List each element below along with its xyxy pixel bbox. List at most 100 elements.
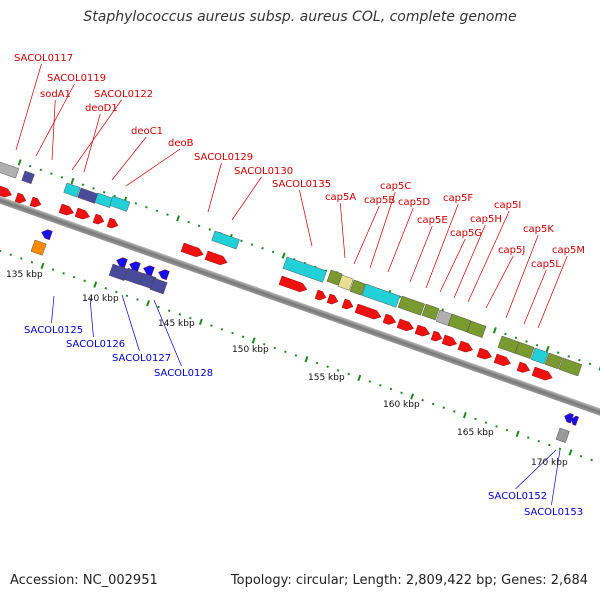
gene-arrow-shape	[493, 353, 511, 367]
feature-block	[211, 230, 240, 250]
reverse-gene-label: SACOL0153	[524, 507, 583, 518]
scale-tick	[70, 177, 75, 185]
scale-label: 145 kbp	[158, 319, 195, 329]
forward-gene-arrow	[531, 366, 553, 381]
reverse-gene-label: SACOL0152	[488, 491, 547, 502]
reverse-gene-arrow	[571, 415, 579, 426]
forward-gene-arrow	[457, 340, 474, 353]
gene-arrow-shape	[531, 366, 553, 381]
scale-tick	[567, 355, 571, 358]
forward-leader-line	[409, 225, 433, 283]
gene-arrow-shape	[564, 413, 574, 424]
feature-rect	[421, 303, 440, 321]
reverse-gene-arrow	[564, 413, 574, 424]
gene-arrow-shape	[396, 318, 414, 332]
scale-tick	[241, 335, 245, 339]
scale-label: 165 kbp	[457, 428, 494, 438]
scale-tick	[453, 410, 456, 413]
forward-gene-arrow	[430, 330, 443, 342]
scale-tick	[220, 328, 224, 331]
scale-tick	[474, 417, 477, 421]
forward-gene-label: cap5M	[552, 245, 585, 256]
scale-tick	[281, 252, 286, 259]
gene-arrow-shape	[278, 275, 308, 293]
feature-rect	[30, 239, 47, 256]
scale-tick	[410, 393, 415, 400]
scale-label: 140 kbp	[82, 294, 119, 304]
forward-gene-label: cap5I	[494, 200, 521, 211]
reverse-gene-arrow	[41, 229, 53, 241]
scale-tick	[20, 257, 23, 260]
feature-block	[466, 320, 487, 338]
forward-gene-label: cap5F	[443, 193, 473, 204]
scale-tick	[155, 209, 159, 213]
scale-tick	[60, 176, 64, 179]
reverse-gene-label: SACOL0128	[154, 368, 213, 379]
forward-gene-arrow	[341, 298, 354, 310]
forward-leader-line	[207, 162, 222, 213]
scale-tick	[125, 294, 129, 298]
scale-label: 150 kbp	[232, 345, 269, 355]
forward-gene-arrow	[106, 217, 119, 229]
scale-tick	[525, 340, 528, 343]
forward-gene-arrow	[74, 207, 91, 220]
forward-gene-arrow	[314, 289, 327, 301]
forward-leader-line	[537, 255, 568, 329]
forward-gene-label: SACOL0130	[234, 166, 293, 177]
forward-leader-line	[369, 191, 396, 269]
scale-tick	[304, 356, 309, 363]
scale-tick	[357, 374, 362, 382]
gene-arrow-shape	[457, 340, 474, 353]
forward-gene-label: SACOL0129	[194, 152, 253, 163]
forward-gene-label: deoC1	[131, 126, 163, 137]
forward-gene-arrow	[396, 318, 414, 332]
forward-gene-arrow	[14, 192, 27, 204]
scale-tick	[262, 342, 266, 346]
forward-gene-label: SACOL0122	[94, 89, 153, 100]
feature-block	[361, 283, 401, 308]
forward-leader-line	[15, 63, 42, 151]
scale-tick	[336, 369, 340, 372]
map-title: Staphylococcus aureus subsp. aureus COL,…	[83, 9, 517, 25]
reverse-leader-line	[121, 294, 140, 352]
forward-gene-arrow	[58, 203, 75, 216]
scale-tick	[115, 290, 118, 294]
forward-leader-line	[467, 210, 510, 303]
scale-tick	[210, 324, 213, 327]
forward-leader-line	[299, 189, 313, 247]
forward-gene-arrow	[92, 213, 105, 225]
scale-tick	[9, 253, 13, 256]
scale-tick	[30, 260, 34, 264]
forward-gene-arrow	[414, 324, 431, 337]
feature-rect	[447, 313, 472, 333]
scale-tick	[166, 213, 169, 216]
forward-leader-line	[125, 148, 181, 187]
gene-arrow-shape	[441, 334, 458, 347]
reverse-leader-line	[515, 449, 557, 490]
gene-arrow-shape	[354, 303, 382, 320]
scale-tick	[545, 345, 550, 353]
scale-tick	[535, 343, 539, 347]
reverse-gene-arrow	[116, 257, 128, 269]
scale-tick	[442, 406, 446, 409]
gene-arrow-shape	[314, 289, 327, 301]
forward-gene-arrow	[278, 275, 308, 293]
scale-tick	[146, 300, 151, 307]
forward-gene-arrow	[204, 250, 228, 266]
accession-text: Accession: NC_002951	[10, 573, 158, 588]
gene-arrow-shape	[476, 347, 493, 360]
scale-tick	[368, 380, 372, 383]
gene-arrow-shape	[516, 361, 531, 373]
inner-tick-row	[0, 249, 593, 462]
forward-leader-line	[231, 176, 262, 221]
forward-gene-arrow	[476, 347, 493, 360]
scale-tick	[421, 398, 424, 402]
forward-gene-label: cap5L	[531, 259, 561, 270]
scale-tick	[50, 172, 53, 175]
scale-tick	[189, 316, 192, 320]
scale-label: 160 kbp	[383, 400, 420, 410]
feature-rect	[544, 352, 563, 370]
gene-arrow-shape	[41, 229, 53, 241]
scale-tick	[167, 309, 171, 312]
scale-tick	[83, 279, 86, 283]
